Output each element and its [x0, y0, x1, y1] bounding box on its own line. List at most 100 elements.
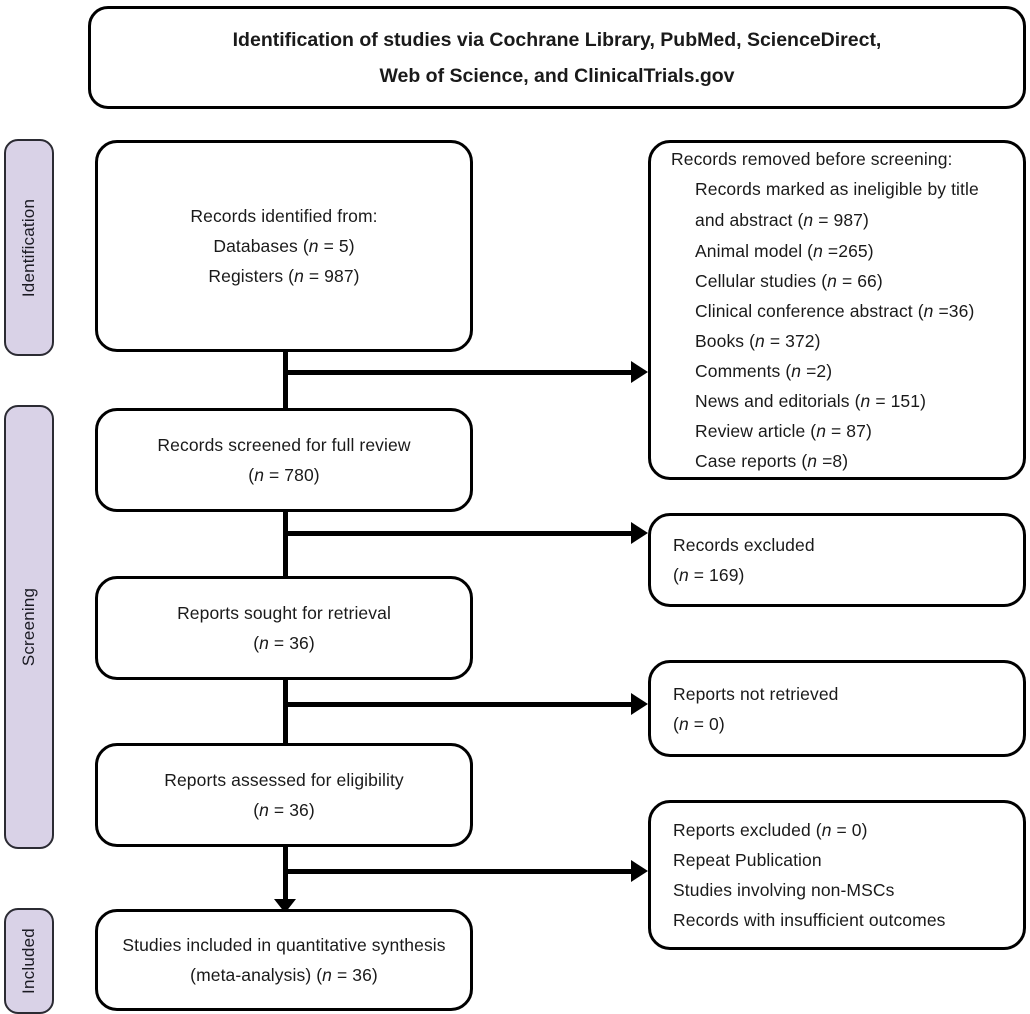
connector-branch-3-arrow [631, 693, 648, 715]
records-excluded-value: = 169) [688, 565, 745, 585]
records-removed-item: Case reports (n =8) [671, 446, 848, 476]
box-studies-included: Studies included in quantitative synthes… [95, 909, 473, 1011]
phase-included-label: Included [19, 928, 38, 994]
records-removed-item: Review article (n = 87) [671, 416, 872, 446]
connector-branch-4-arrow [631, 860, 648, 882]
records-identified-registers: Registers (n = 987) [208, 261, 359, 291]
records-removed-item: Clinical conference abstract (n =36) [671, 296, 974, 326]
records-removed-item-n: n [755, 331, 765, 351]
records-removed-item-text: Review article ( [695, 421, 817, 441]
records-screened-line-1: Records screened for full review [157, 435, 411, 455]
studies-included-count: (meta-analysis) (n = 36) [190, 960, 378, 990]
connector-branch-1-arrow [631, 361, 648, 383]
reports-sought-n: n [259, 633, 269, 653]
records-identified-databases: Databases (n = 5) [213, 231, 354, 261]
records-removed-item: Comments (n =2) [671, 356, 832, 386]
records-removed-item-text: Comments ( [695, 361, 792, 381]
records-removed-item-text: Clinical conference abstract ( [695, 301, 924, 321]
connector-branch-2-line [285, 531, 633, 536]
records-removed-item-n: n [860, 391, 871, 411]
studies-included-line-1: Studies included in quantitative synthes… [122, 935, 446, 955]
studies-included-value: = 36) [332, 965, 378, 985]
records-removed-item-text: Records marked as ineligible by title an… [695, 179, 979, 230]
records-screened-n: n [254, 465, 265, 485]
records-removed-item: Books (n = 372) [671, 326, 821, 356]
reports-excluded-n: n [821, 820, 832, 840]
connector-branch-3-line [285, 702, 633, 707]
phase-identification-label: Identification [19, 198, 39, 297]
records-removed-item: News and editorials (n = 151) [671, 386, 926, 416]
records-removed-item-text: Books ( [695, 331, 756, 351]
box-records-removed: Records removed before screening: Record… [648, 140, 1026, 480]
records-excluded-line-1: Records excluded [673, 535, 815, 555]
databases-value: = 5) [318, 236, 355, 256]
header-title-line-2: Web of Science, and ClinicalTrials.gov [379, 64, 735, 87]
reports-not-retrieved-line-1: Reports not retrieved [673, 683, 839, 704]
records-removed-item-text: Cellular studies ( [695, 271, 828, 291]
box-reports-assessed: Reports assessed for eligibility (n = 36… [95, 743, 473, 847]
connector-spine-4 [283, 843, 288, 909]
box-reports-sought: Reports sought for retrieval (n = 36) [95, 576, 473, 680]
records-removed-item: Animal model (n =265) [671, 236, 874, 266]
connector-branch-2-arrow [631, 522, 648, 544]
box-records-screened: Records screened for full review (n = 78… [95, 408, 473, 512]
connector-spine-1 [283, 350, 288, 418]
records-screened-count: (n = 780) [248, 465, 320, 485]
records-removed-item-n: n [803, 210, 814, 230]
reports-sought-value: = 36) [268, 633, 315, 653]
reports-assessed-value: = 36) [268, 800, 315, 820]
reports-excluded-line-2: Repeat Publication [673, 850, 822, 870]
records-removed-item-n: n [813, 241, 823, 261]
records-removed-item-value: = 372) [764, 331, 821, 351]
connector-branch-1-line [285, 370, 633, 375]
records-removed-item-n: n [816, 421, 827, 441]
records-removed-item-value: = 151) [870, 391, 927, 411]
reports-excluded-line-4: Records with insufficient outcomes [673, 910, 946, 930]
records-removed-item-value: =2) [801, 361, 833, 381]
records-removed-item-value: = 66) [836, 271, 883, 291]
studies-included-prefix: (meta-analysis) ( [190, 965, 323, 985]
databases-label: Databases ( [213, 236, 309, 256]
records-removed-item-n: n [923, 301, 934, 321]
records-removed-heading: Records removed before screening: [671, 149, 953, 169]
reports-excluded-value: = 0) [831, 820, 868, 840]
phase-screening: Screening [4, 405, 54, 849]
records-removed-item-text: Case reports ( [695, 451, 808, 471]
phase-screening-label: Screening [19, 587, 39, 667]
phase-identification: Identification [4, 139, 54, 356]
reports-not-retrieved-count: (n = 0) [673, 713, 725, 734]
reports-sought-count: (n = 36) [253, 633, 315, 653]
records-removed-item: Cellular studies (n = 66) [671, 266, 883, 296]
records-removed-item-n: n [791, 361, 802, 381]
reports-excluded-line-3: Studies involving non-MSCs [673, 880, 895, 900]
records-removed-item-n: n [827, 271, 837, 291]
records-removed-item-value: =36) [933, 301, 975, 321]
reports-excluded-prefix: Reports excluded ( [673, 820, 822, 840]
registers-value: = 987) [303, 266, 360, 286]
records-removed-item-value: =8) [817, 451, 849, 471]
phase-included: Included [4, 908, 54, 1014]
reports-excluded-line-1: Reports excluded (n = 0) [673, 815, 868, 845]
header-title-box: Identification of studies via Cochrane L… [88, 6, 1026, 109]
box-reports-not-retrieved: Reports not retrieved (n = 0) [648, 660, 1026, 757]
studies-included-n: n [322, 965, 332, 985]
reports-assessed-count: (n = 36) [253, 800, 315, 820]
records-removed-item-text: News and editorials ( [695, 391, 861, 411]
reports-not-retrieved-n: n [678, 713, 689, 734]
box-reports-excluded: Reports excluded (n = 0) Repeat Publicat… [648, 800, 1026, 950]
records-removed-item-value: = 87) [826, 421, 872, 441]
records-removed-item: Records marked as ineligible by title an… [671, 174, 1009, 236]
connector-spine-3 [283, 675, 288, 750]
connector-branch-4-line [285, 869, 633, 874]
records-excluded-n: n [678, 565, 689, 585]
records-identified-line-1: Records identified from: [190, 206, 378, 226]
connector-spine-2 [283, 509, 288, 584]
records-screened-value: = 780) [264, 465, 320, 485]
records-removed-item-value: =265) [822, 241, 874, 261]
databases-n: n [308, 236, 319, 256]
reports-not-retrieved-value: = 0) [688, 713, 725, 734]
reports-assessed-line-1: Reports assessed for eligibility [164, 770, 404, 790]
records-removed-item-n: n [807, 451, 818, 471]
records-removed-item-text: Animal model ( [695, 241, 814, 261]
